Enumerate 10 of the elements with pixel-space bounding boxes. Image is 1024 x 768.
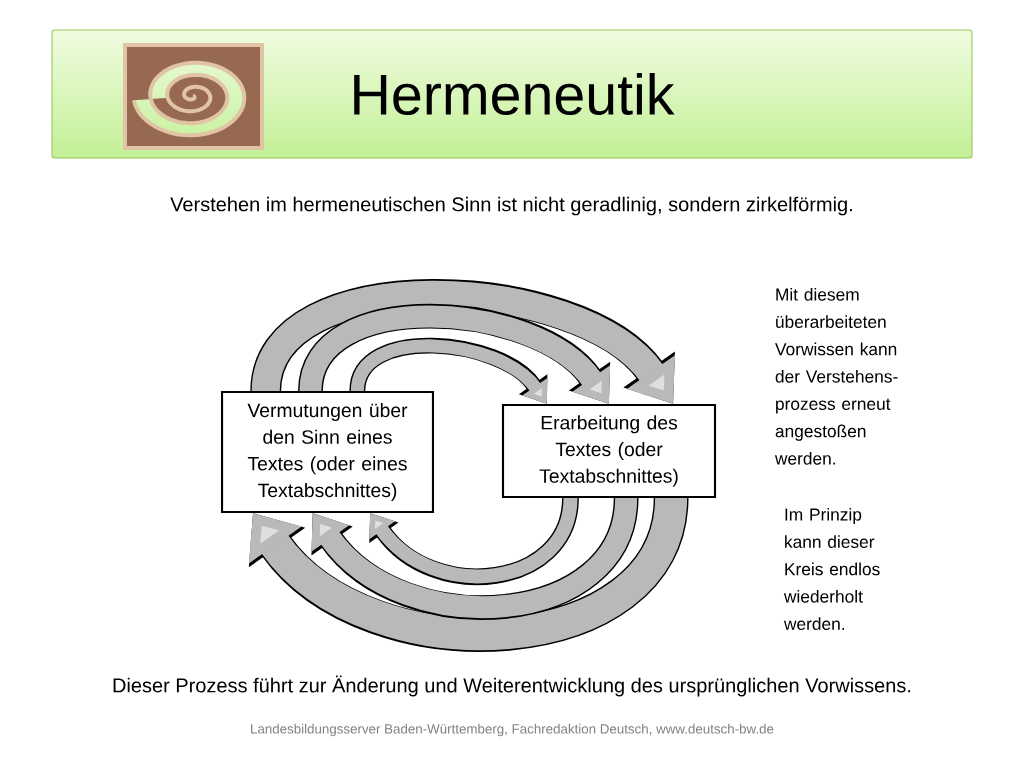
text-box: Erarbeitung des Textes (oder Textabschnittes) [501, 403, 717, 499]
side-note: Im Prinzip kann dieser Kreis endlos wiederholt werden. [783, 507, 880, 630]
block-arrow [311, 496, 639, 620]
block-arrow [248, 495, 689, 652]
side-note: Mit diesem überarbeiteten Vorwissen kann der Verstehens- prozess erneut angestoßen werden. [774, 287, 898, 465]
subtitle: Verstehen im hermeneutischen Sinn ist nicht geradlinig, sondern zirkelförmig. [170, 196, 852, 216]
text-box: Vermutungen über den Sinn eines Textes (oder eines Textabschnittes) [220, 390, 435, 514]
block-arrow [369, 497, 579, 585]
summary-text: Dieser Prozess führt zur Änderung und Weiterentwicklung des ursprünglichen Vorwissens. [113, 675, 911, 697]
footer-text: Landesbildungsserver Baden-Württemberg, Fachredaktion Deutsch, www.deutsch-bw.de [251, 723, 774, 737]
